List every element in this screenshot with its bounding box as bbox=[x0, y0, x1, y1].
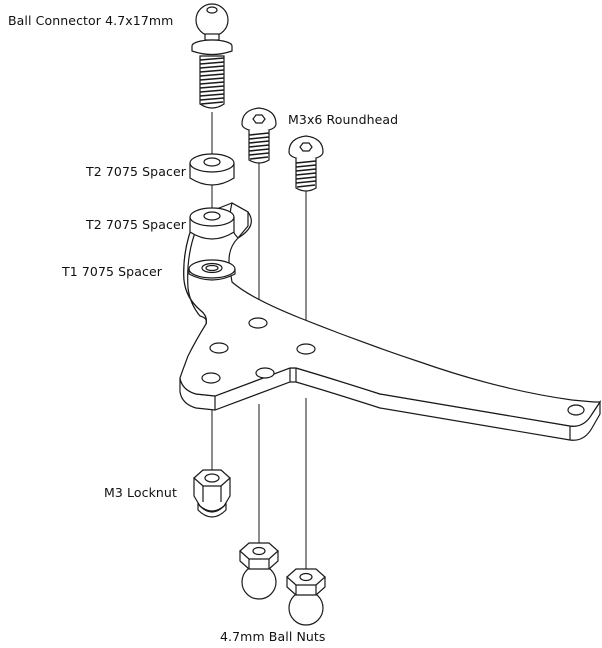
roundhead-label: M3x6 Roundhead bbox=[288, 112, 399, 127]
ball-connector-label: Ball Connector 4.7x17mm bbox=[8, 13, 174, 28]
ball-connector-part bbox=[191, 3, 233, 109]
t2-spacer-upper-part bbox=[189, 153, 235, 186]
ball-nut-right-part bbox=[286, 568, 326, 626]
m3-locknut-label: M3 Locknut bbox=[104, 485, 177, 500]
roundhead-screw-left bbox=[241, 107, 277, 164]
t2-spacer-lower-label: T2 7075 Spacer bbox=[86, 217, 186, 232]
m3-locknut-part bbox=[193, 469, 231, 518]
ball-nut-left-part bbox=[239, 542, 279, 600]
t2-spacer-lower-part bbox=[189, 207, 235, 240]
t1-spacer-label: T1 7075 Spacer bbox=[62, 264, 162, 279]
t1-spacer-part bbox=[188, 259, 236, 281]
arm-plate bbox=[179, 202, 602, 441]
ball-nuts-label: 4.7mm Ball Nuts bbox=[220, 629, 326, 644]
t2-spacer-upper-label: T2 7075 Spacer bbox=[86, 164, 186, 179]
roundhead-screw-right bbox=[288, 135, 324, 192]
